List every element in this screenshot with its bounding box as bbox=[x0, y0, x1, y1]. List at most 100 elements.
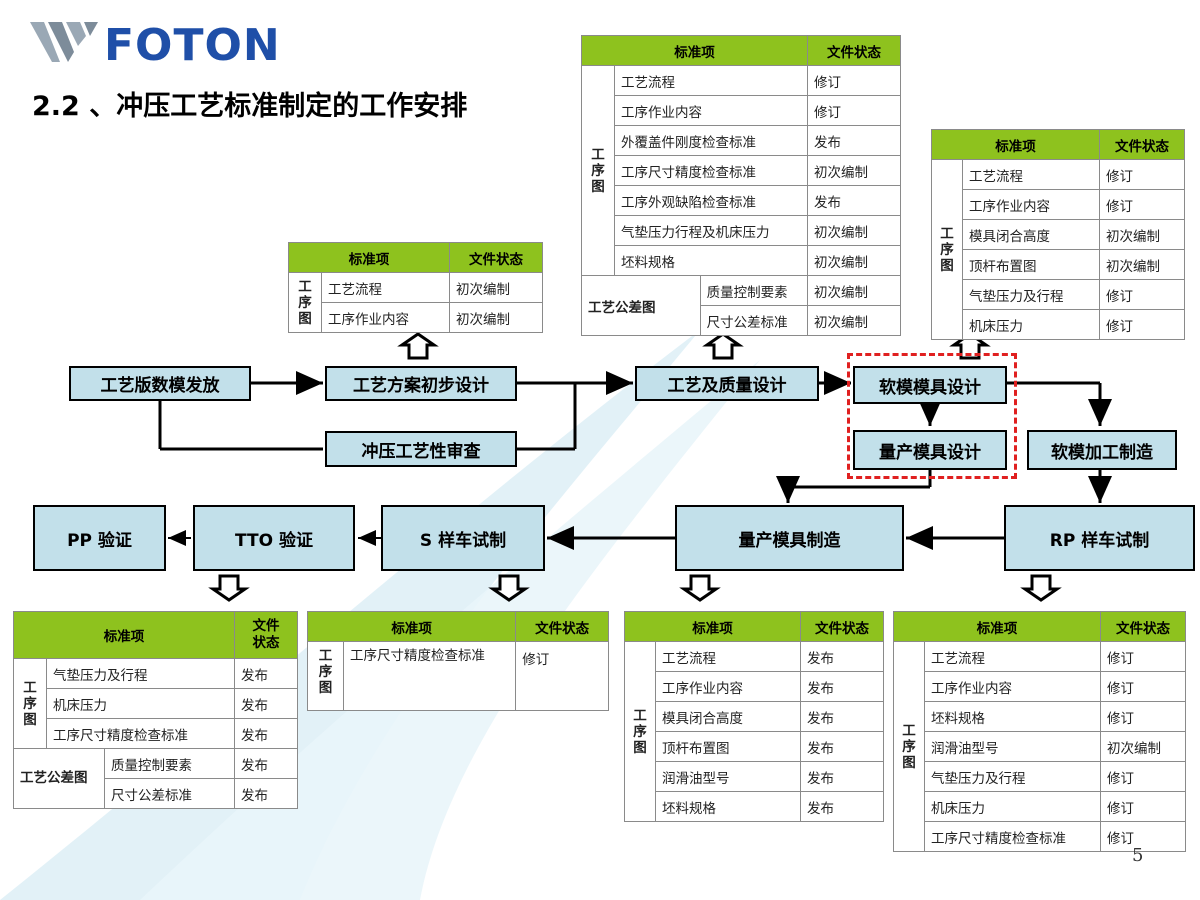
group-process-diagram: 工序图 bbox=[893, 641, 925, 852]
table-cell-status: 修订 bbox=[1100, 821, 1186, 852]
standards-table-process-quality: 标准项 文件状态 工序图 工艺流程 修订 工序作业内容修订 外覆盖件刚度检查标准… bbox=[581, 35, 901, 336]
group-process-diagram: 工序图 bbox=[13, 658, 47, 749]
flow-step-data-release[interactable]: 工艺版数模发放 bbox=[69, 366, 251, 401]
standards-table-production-mold: 标准项 文件状态 工序图 工艺流程 发布 工序作业内容发布 模具闭合高度发布 顶… bbox=[624, 611, 884, 822]
table-cell-status: 发布 bbox=[800, 671, 884, 702]
table-cell-item: 工序尺寸精度检查标准 bbox=[614, 155, 808, 186]
table-cell-status: 发布 bbox=[234, 778, 298, 809]
table-cell-status: 初次编制 bbox=[449, 272, 543, 303]
table-cell-status: 修订 bbox=[807, 65, 901, 96]
table-cell-item: 尺寸公差标准 bbox=[104, 778, 235, 809]
table-cell-status: 发布 bbox=[234, 748, 298, 779]
table-cell-item: 顶杆布置图 bbox=[655, 731, 801, 762]
table-cell-status: 发布 bbox=[234, 658, 298, 689]
group-tolerance-diagram: 工艺公差图 bbox=[581, 275, 701, 336]
table-cell-item: 气垫压力及行程 bbox=[924, 761, 1101, 792]
flow-step-feasibility-review[interactable]: 冲压工艺性审查 bbox=[325, 431, 517, 467]
table-cell-status: 发布 bbox=[234, 718, 298, 749]
header-status: 文件 状态 bbox=[234, 611, 298, 659]
table-cell-item: 坯料规格 bbox=[614, 245, 808, 276]
group-process-diagram: 工序图 bbox=[288, 272, 322, 333]
table-cell-item: 工序作业内容 bbox=[962, 189, 1100, 220]
flow-step-s-prototype[interactable]: S 样车试制 bbox=[381, 505, 545, 571]
page-number: 5 bbox=[1132, 845, 1144, 866]
table-cell-item: 工序作业内容 bbox=[321, 302, 450, 333]
table-cell-item: 气垫压力行程及机床压力 bbox=[614, 215, 808, 246]
table-cell-status: 发布 bbox=[807, 185, 901, 216]
standards-table-s-prototype: 标准项 文件状态 工序图 工序尺寸精度检查标准 修订 bbox=[306, 611, 609, 711]
standards-table-soft-mold: 标准项 文件状态 工序图 工艺流程 修订 工序作业内容修订 模具闭合高度初次编制… bbox=[931, 129, 1185, 340]
table-cell-item: 工序外观缺陷检查标准 bbox=[614, 185, 808, 216]
table-cell-item: 气垫压力及行程 bbox=[962, 279, 1100, 310]
table-cell-status: 修订 bbox=[1099, 189, 1185, 220]
table-cell-status: 发布 bbox=[234, 688, 298, 719]
table-cell-status: 修订 bbox=[1100, 671, 1186, 702]
standards-table-preliminary: 标准项 文件状态 工序图 工艺流程 初次编制 工序作业内容 初次编制 bbox=[288, 242, 543, 333]
table-cell-item: 工艺流程 bbox=[962, 159, 1100, 190]
table-cell-item: 质量控制要素 bbox=[699, 275, 809, 306]
table-cell-item: 工序作业内容 bbox=[924, 671, 1101, 702]
table-cell-status: 发布 bbox=[800, 731, 884, 762]
table-cell-item: 坯料规格 bbox=[924, 701, 1101, 732]
header-item: 标准项 bbox=[931, 129, 1100, 160]
foton-logo-icon bbox=[30, 22, 98, 62]
table-cell-status: 发布 bbox=[807, 125, 901, 156]
table-cell-item: 外覆盖件刚度检查标准 bbox=[614, 125, 808, 156]
table-cell-status: 初次编制 bbox=[807, 155, 901, 186]
table-cell-status: 初次编制 bbox=[807, 215, 901, 246]
table-cell-status: 初次编制 bbox=[807, 275, 901, 306]
table-cell-item: 坯料规格 bbox=[655, 791, 801, 822]
table-cell-item: 机床压力 bbox=[962, 309, 1100, 340]
table-cell-item: 机床压力 bbox=[924, 791, 1101, 822]
flow-step-rp-prototype[interactable]: RP 样车试制 bbox=[1004, 505, 1195, 571]
group-process-diagram: 工序图 bbox=[624, 641, 656, 822]
table-cell-status: 修订 bbox=[1100, 701, 1186, 732]
table-cell-status: 发布 bbox=[800, 791, 884, 822]
group-tolerance-diagram: 工艺公差图 bbox=[12, 748, 106, 809]
table-cell-item: 顶杆布置图 bbox=[962, 249, 1100, 280]
table-cell-item: 润滑油型号 bbox=[924, 731, 1101, 762]
group-process-diagram: 工序图 bbox=[581, 65, 615, 276]
header-status: 文件状态 bbox=[800, 611, 884, 642]
standards-table-pp-validation: 标准项 文件 状态 工序图 气垫压力及行程 发布 机床压力发布 工序尺寸精度检查… bbox=[12, 611, 298, 809]
header-item: 标准项 bbox=[581, 35, 808, 66]
header-item: 标准项 bbox=[624, 611, 801, 642]
flow-step-production-mold-design[interactable]: 量产模具设计 bbox=[853, 430, 1007, 470]
flow-step-preliminary-design[interactable]: 工艺方案初步设计 bbox=[325, 366, 517, 401]
table-cell-item: 模具闭合高度 bbox=[962, 219, 1100, 250]
table-cell-item: 工序作业内容 bbox=[614, 95, 808, 126]
flow-step-soft-mold-manufacture[interactable]: 软模加工制造 bbox=[1027, 430, 1177, 470]
table-cell-item: 工序尺寸精度检查标准 bbox=[46, 718, 235, 749]
header-status: 文件状态 bbox=[449, 242, 543, 273]
header-item: 标准项 bbox=[306, 611, 517, 642]
table-cell-status: 发布 bbox=[800, 641, 884, 672]
table-cell-status: 初次编制 bbox=[1100, 731, 1186, 762]
table-cell-item: 工艺流程 bbox=[614, 65, 808, 96]
flow-step-production-mold-manufacture[interactable]: 量产模具制造 bbox=[675, 505, 904, 571]
flow-step-pp-validation[interactable]: PP 验证 bbox=[33, 505, 166, 571]
page-title: 2.2 、冲压工艺标准制定的工作安排 bbox=[32, 91, 468, 122]
flow-step-process-quality-design[interactable]: 工艺及质量设计 bbox=[635, 366, 819, 401]
header-item: 标准项 bbox=[288, 242, 450, 273]
table-cell-status: 发布 bbox=[800, 701, 884, 732]
group-process-diagram: 工序图 bbox=[931, 159, 963, 340]
header-item: 标准项 bbox=[13, 611, 235, 659]
table-cell-status: 修订 bbox=[1100, 761, 1186, 792]
table-cell-item: 工艺流程 bbox=[321, 272, 450, 303]
table-cell-status: 修订 bbox=[1099, 159, 1185, 190]
header-status: 文件状态 bbox=[807, 35, 901, 66]
table-cell-item: 模具闭合高度 bbox=[655, 701, 801, 732]
table-cell-item: 工艺流程 bbox=[655, 641, 801, 672]
table-cell-item: 质量控制要素 bbox=[104, 748, 235, 779]
table-cell-status: 初次编制 bbox=[1099, 219, 1185, 250]
flow-step-soft-mold-design[interactable]: 软模模具设计 bbox=[853, 366, 1007, 404]
brand-logo-text: FOTON bbox=[104, 20, 281, 71]
standards-table-rp-prototype: 标准项 文件状态 工序图 工艺流程 修订 工序作业内容修订 坯料规格修订 润滑油… bbox=[893, 611, 1186, 852]
table-cell-status: 修订 bbox=[1100, 791, 1186, 822]
table-cell-item: 机床压力 bbox=[46, 688, 235, 719]
table-cell-status: 初次编制 bbox=[807, 245, 901, 276]
table-cell-item: 工序尺寸精度检查标准 bbox=[342, 641, 517, 711]
table-cell-status: 修订 bbox=[1100, 641, 1186, 672]
header-status: 文件状态 bbox=[515, 611, 609, 642]
flow-step-tto-validation[interactable]: TTO 验证 bbox=[193, 505, 355, 571]
